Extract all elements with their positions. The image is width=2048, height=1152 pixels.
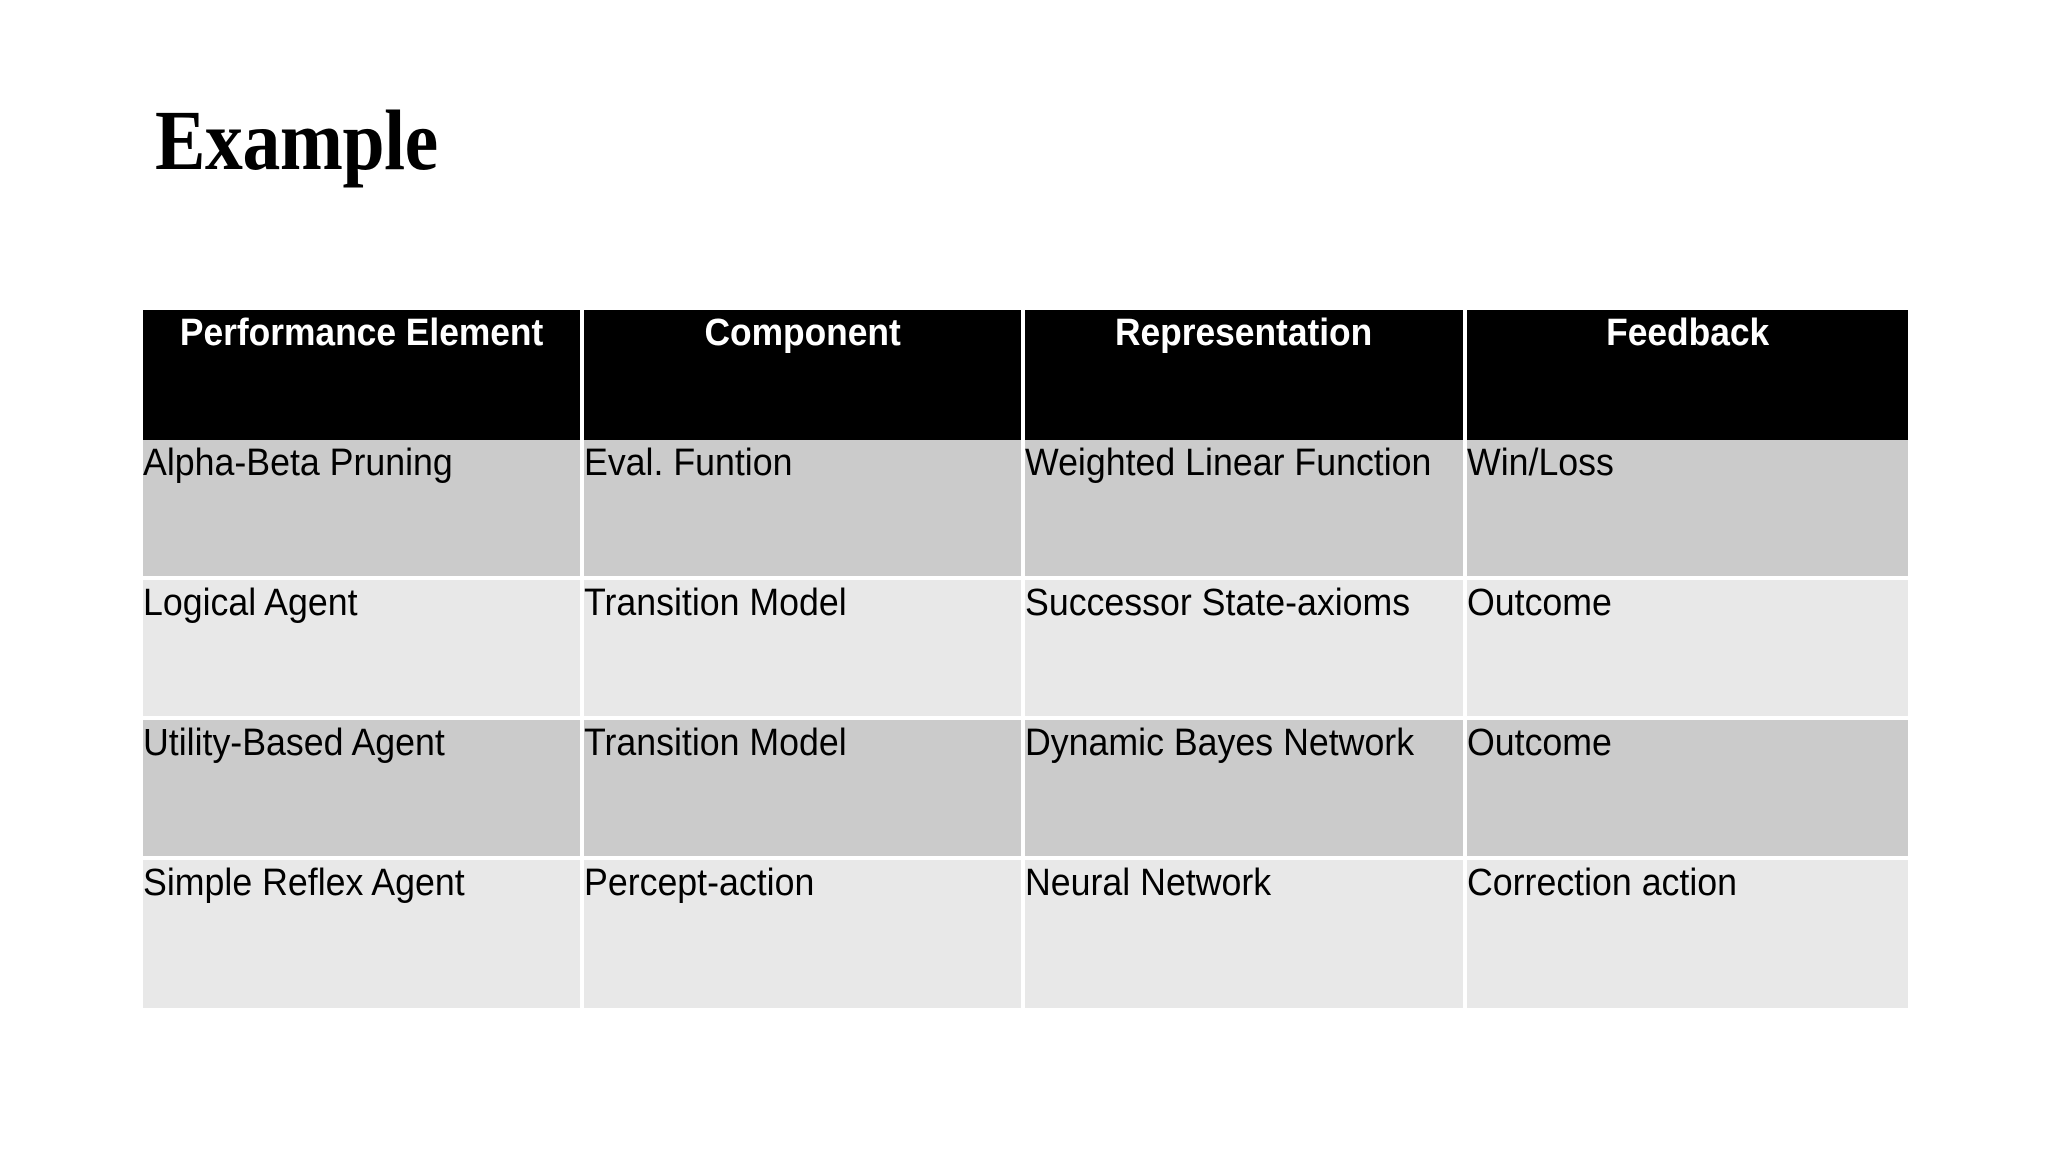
column-header-label: Representation — [1115, 312, 1373, 354]
column-header-label: Component — [704, 312, 902, 354]
cell-text: Percept-action — [584, 862, 815, 904]
cell-text: Eval. Funtion — [584, 442, 793, 484]
cell-text: Transition Model — [584, 722, 847, 764]
page-title: Example — [155, 92, 438, 188]
table-header-row: Performance Element Component Representa… — [143, 310, 1908, 440]
column-header-label: Feedback — [1605, 312, 1769, 354]
table-body: Alpha-Beta Pruning Eval. Funtion Weighte… — [143, 440, 1908, 1008]
cell-text: Outcome — [1466, 582, 1612, 624]
column-header-representation: Representation — [1025, 310, 1467, 440]
cell-feedback: Correction action — [1466, 860, 1908, 1008]
cell-performance-element: Utility-Based Agent — [143, 720, 585, 860]
table-row: Logical Agent Transition Model Successor… — [143, 580, 1908, 720]
table-row: Utility-Based Agent Transition Model Dyn… — [143, 720, 1908, 860]
cell-text: Utility-Based Agent — [143, 722, 445, 764]
cell-feedback: Outcome — [1466, 720, 1908, 860]
cell-performance-element: Logical Agent — [143, 580, 585, 720]
cell-text: Outcome — [1466, 722, 1612, 764]
cell-representation: Weighted Linear Function — [1025, 440, 1467, 580]
cell-text: Alpha-Beta Pruning — [143, 442, 453, 484]
cell-text: Dynamic Bayes Network — [1025, 722, 1415, 764]
table-header: Performance Element Component Representa… — [143, 310, 1908, 440]
cell-component: Transition Model — [584, 580, 1026, 720]
example-table: Performance Element Component Representa… — [143, 310, 1908, 1008]
cell-text: Win/Loss — [1466, 442, 1614, 484]
cell-text: Weighted Linear Function — [1025, 442, 1432, 484]
column-header-component: Component — [584, 310, 1026, 440]
cell-representation: Neural Network — [1025, 860, 1467, 1008]
cell-text: Neural Network — [1025, 862, 1272, 904]
cell-representation: Successor State-axioms — [1025, 580, 1467, 720]
cell-performance-element: Simple Reflex Agent — [143, 860, 585, 1008]
column-header-performance-element: Performance Element — [143, 310, 585, 440]
column-header-feedback: Feedback — [1466, 310, 1908, 440]
example-table-container: Performance Element Component Representa… — [143, 310, 1908, 1008]
cell-component: Percept-action — [584, 860, 1026, 1008]
column-header-label: Performance Element — [179, 312, 544, 354]
cell-text: Logical Agent — [143, 582, 358, 624]
cell-feedback: Outcome — [1466, 580, 1908, 720]
cell-component: Eval. Funtion — [584, 440, 1026, 580]
table-row: Alpha-Beta Pruning Eval. Funtion Weighte… — [143, 440, 1908, 580]
cell-performance-element: Alpha-Beta Pruning — [143, 440, 585, 580]
cell-component: Transition Model — [584, 720, 1026, 860]
cell-text: Transition Model — [584, 582, 847, 624]
cell-text: Simple Reflex Agent — [143, 862, 465, 904]
table-row: Simple Reflex Agent Percept-action Neura… — [143, 860, 1908, 1008]
cell-representation: Dynamic Bayes Network — [1025, 720, 1467, 860]
cell-text: Successor State-axioms — [1025, 582, 1411, 624]
cell-text: Correction action — [1466, 862, 1737, 904]
cell-feedback: Win/Loss — [1466, 440, 1908, 580]
